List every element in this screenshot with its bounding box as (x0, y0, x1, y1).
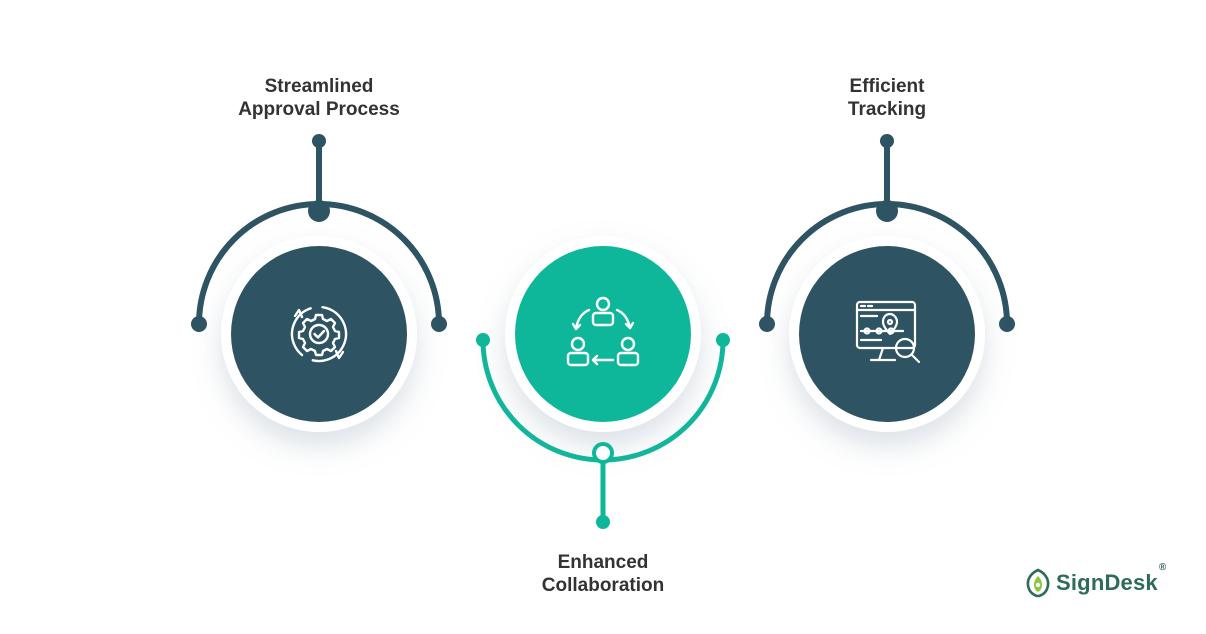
circle-badge (515, 246, 691, 422)
brand-name: SignDesk® (1056, 562, 1166, 596)
connector-top-dot (312, 134, 326, 148)
brand-logo: SignDesk® (1024, 562, 1166, 601)
signdesk-logo-icon (1026, 568, 1050, 598)
stage-label-streamlined-approval: Streamlined Approval Process (199, 75, 439, 121)
team-cycle-icon (566, 296, 640, 367)
connector-right-dot (716, 333, 730, 347)
stage-streamlined-approval (191, 134, 447, 432)
stage-label-line1: Efficient (849, 76, 925, 97)
stage-label-line1: Streamlined (264, 76, 374, 97)
connector-junction-ring (592, 442, 614, 464)
stage-label-line2: Tracking (847, 99, 927, 120)
connector-junction-dot (876, 200, 898, 222)
brand-name-text: SignDesk (1056, 570, 1158, 595)
circle-badge (799, 246, 975, 422)
stage-label-efficient-tracking: Efficient Tracking (767, 75, 1007, 121)
stage-enhanced-collaboration (476, 236, 730, 529)
stage-efficient-tracking (759, 134, 1015, 432)
connector-bottom-dot (596, 515, 610, 529)
connector-left-dot (191, 316, 207, 332)
stage-label-line1: Enhanced (557, 552, 649, 573)
gear-check-icon (290, 305, 348, 363)
connector-top-dot (880, 134, 894, 148)
stage-label-line2: Approval Process (238, 99, 400, 120)
connector-junction-dot (308, 200, 330, 222)
circle-badge (231, 246, 407, 422)
connector-right-dot (431, 316, 447, 332)
stage-label-enhanced-collaboration: Enhanced Collaboration (483, 551, 723, 597)
connector-right-dot (999, 316, 1015, 332)
monitor-tracking-icon (855, 300, 921, 364)
stage-label-line2: Collaboration (541, 575, 665, 596)
brand-registered-mark: ® (1158, 562, 1167, 573)
connector-left-dot (759, 316, 775, 332)
connector-left-dot (476, 333, 490, 347)
